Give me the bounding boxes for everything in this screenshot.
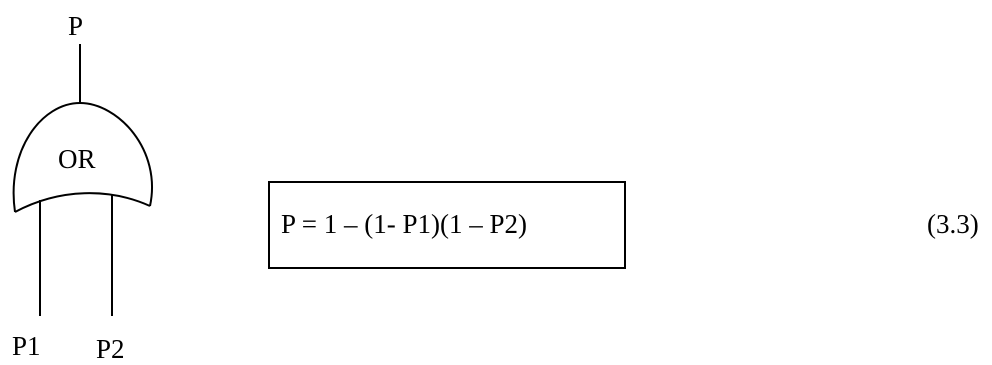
formula-text: P = 1 – (1- P1)(1 – P2) <box>281 209 527 239</box>
or-gate-body <box>12 101 153 213</box>
input-label-p1: P1 <box>12 331 41 361</box>
or-gate-base <box>14 192 151 213</box>
gate-type-label: OR <box>58 144 96 174</box>
output-label: P <box>68 11 83 41</box>
input-label-p2: P2 <box>96 334 125 364</box>
formula-box <box>268 181 626 269</box>
equation-number: (3.3) <box>927 209 979 239</box>
